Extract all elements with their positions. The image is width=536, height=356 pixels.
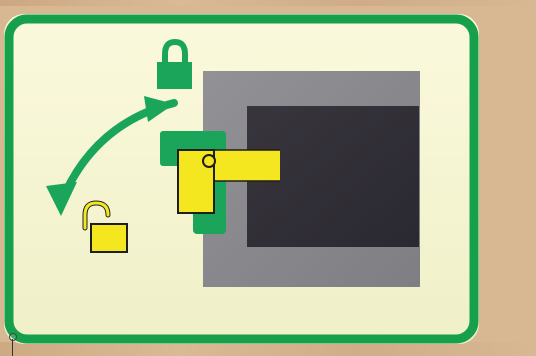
lock-latch-illustration [160, 131, 280, 234]
locked-padlock-icon [157, 38, 192, 89]
unlocked-padlock-icon [82, 200, 128, 253]
screw-line [12, 339, 13, 356]
wood-background-top [0, 0, 536, 6]
arrow-head-bottom [46, 182, 77, 216]
label-border [4, 14, 479, 344]
screw-mark [9, 333, 17, 341]
arrow-head-top [144, 96, 174, 122]
wood-background-bottom [0, 342, 536, 356]
